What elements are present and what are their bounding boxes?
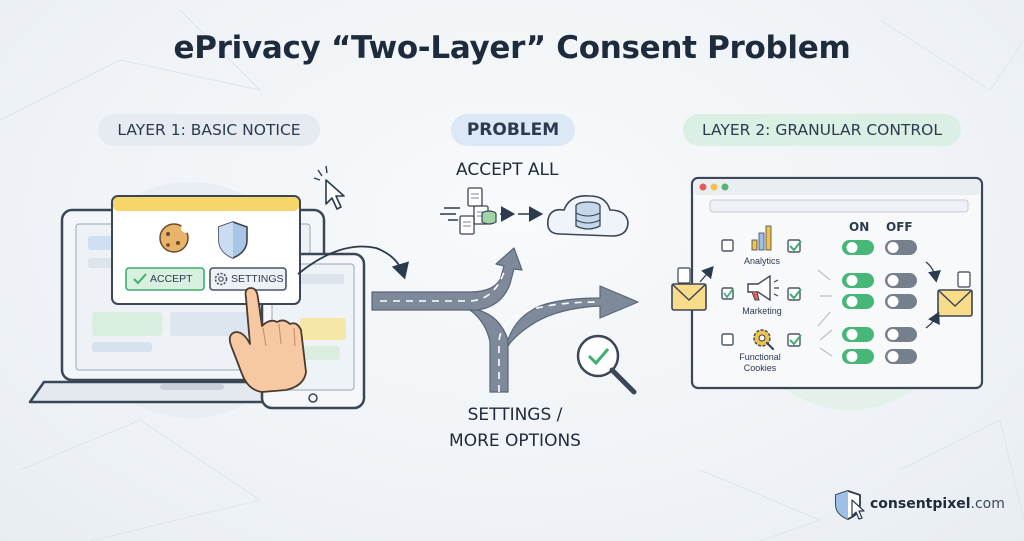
- category-functional: [721, 329, 802, 351]
- envelope-icon-right: [925, 261, 973, 329]
- settings-button-label: SETTINGS: [231, 273, 284, 285]
- settings-line-2: MORE OPTIONS: [449, 431, 581, 451]
- accept-button-label: ACCEPT: [150, 273, 193, 285]
- on-toggles: [842, 240, 874, 364]
- cookie-icon: [159, 223, 191, 253]
- background-network: [0, 9, 1024, 541]
- off-toggles: [885, 240, 917, 364]
- category-marketing: [721, 274, 802, 302]
- on-column-header: ON: [849, 220, 870, 234]
- envelope-icon: [671, 266, 714, 311]
- page-title: ePrivacy “Two-Layer” Consent Problem: [173, 30, 851, 66]
- megaphone-icon: [747, 274, 779, 302]
- accept-button[interactable]: [125, 267, 205, 291]
- category-analytics: [721, 225, 802, 253]
- off-column-header: OFF: [886, 220, 913, 234]
- document-icon: [459, 187, 497, 235]
- gear-icon: [214, 272, 228, 286]
- category-analytics-label: Analytics: [743, 256, 780, 266]
- category-functional-label-2: Cookies: [743, 363, 777, 373]
- settings-more-options-label: SETTINGS / MORE OPTIONS: [430, 402, 600, 454]
- bar-chart-icon: [751, 225, 772, 251]
- category-marketing-label: Marketing: [742, 306, 782, 316]
- check-icon: [133, 273, 147, 285]
- magnifier-check-icon: [576, 334, 637, 395]
- brand-logo-icon: [835, 490, 865, 520]
- accept-all-label: ACCEPT ALL: [456, 160, 559, 180]
- brand-domain-text: .com: [970, 496, 1005, 512]
- settings-line-1: SETTINGS /: [467, 405, 563, 425]
- cursor-icon: [313, 165, 345, 210]
- settings-flow-arrow: [297, 245, 409, 280]
- layer2-label: LAYER 2: GRANULAR CONTROL: [683, 114, 961, 146]
- problem-label: PROBLEM: [451, 114, 575, 146]
- shield-icon: [218, 221, 248, 259]
- cloud-database-icon: [546, 194, 629, 237]
- layer1-label: LAYER 1: BASIC NOTICE: [98, 114, 320, 146]
- checkbox-icon: [721, 239, 734, 252]
- toggle-connectors: [817, 269, 833, 357]
- brand-name: consentpixel.com: [870, 496, 1005, 512]
- gear-icon: [753, 329, 775, 351]
- brand-name-text: consentpixel: [870, 496, 971, 512]
- hand-pointer-icon: [228, 287, 307, 393]
- category-functional-label: Functional: [739, 352, 781, 362]
- road-fork: [371, 247, 639, 393]
